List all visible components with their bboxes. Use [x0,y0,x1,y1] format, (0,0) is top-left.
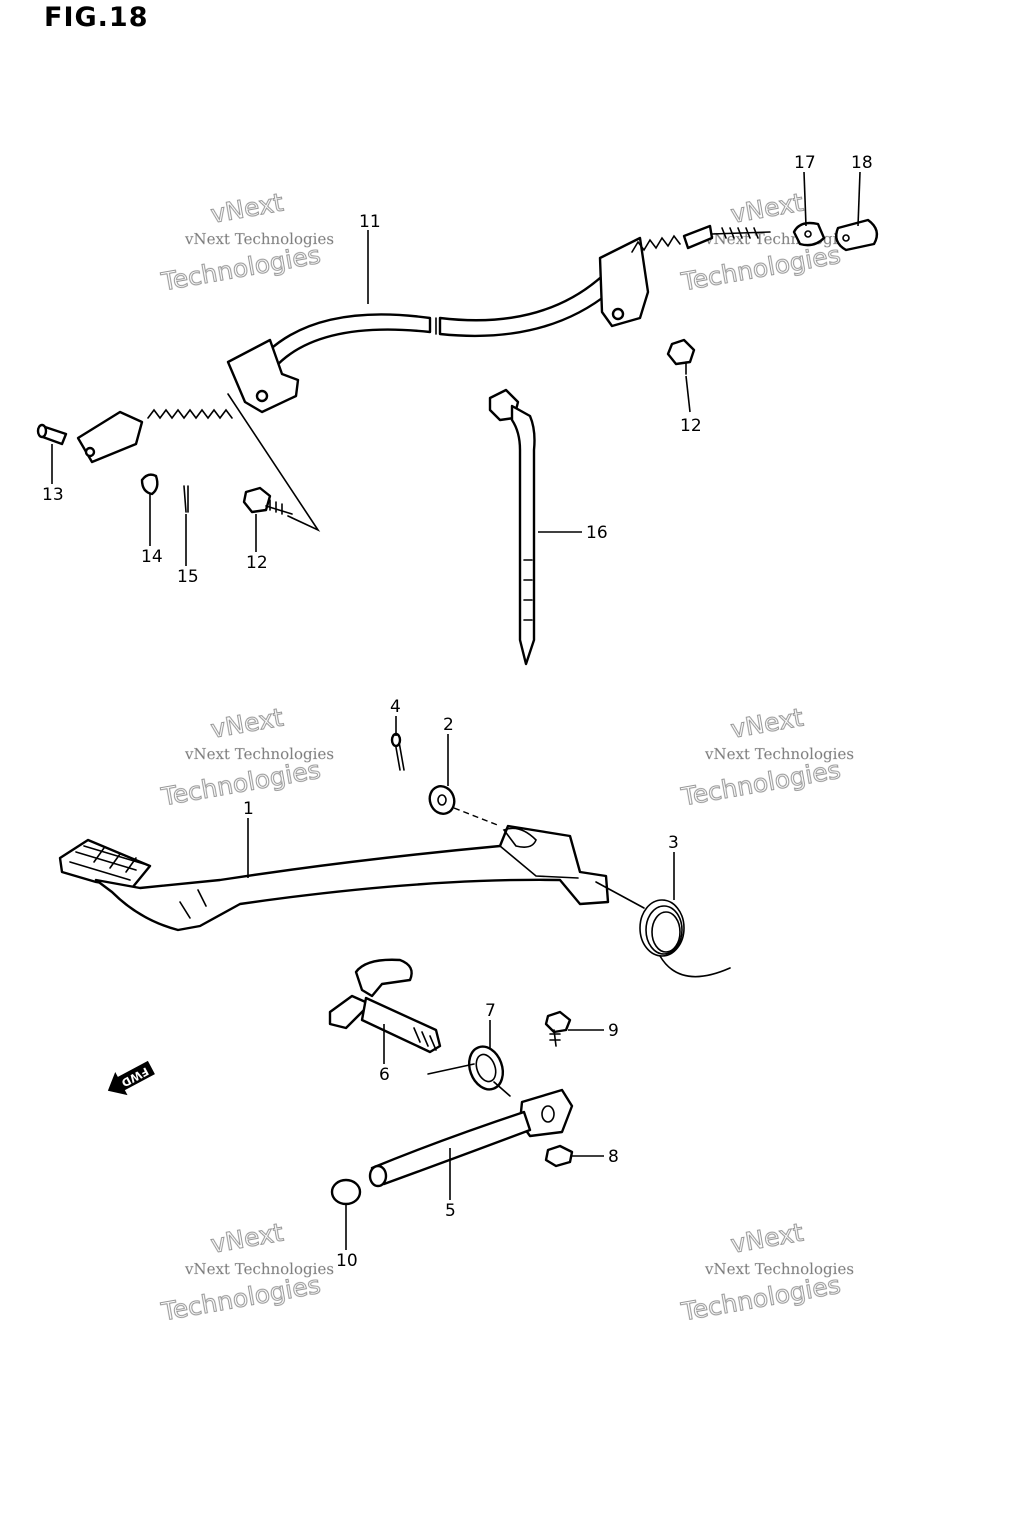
assembly-line-12 [227,393,321,532]
callout-7: 7 [485,1001,496,1021]
leader-lines [51,171,861,1250]
callout-3: 3 [668,833,679,853]
assembly-line-2 [453,807,501,827]
callout-11: 11 [359,212,381,232]
callout-numbers: 11 17 18 12 13 14 15 12 16 4 2 1 3 7 9 6… [42,153,873,1271]
forward-direction-arrow: FWD [107,1060,155,1096]
callout-6: 6 [379,1065,390,1085]
part-joint-17 [835,218,879,252]
callout-2: 2 [443,715,454,735]
watermark-text: vNext Technologies [704,745,854,763]
part-cotter-4 [390,732,405,771]
part-brake-pedal-1 [58,824,610,932]
watermark-large: Technologies [678,240,842,297]
watermark-large: Technologies [678,755,842,812]
watermark-small: vNext [208,1218,285,1259]
part-bolt-12-top [666,338,696,375]
part-return-spring-3 [595,881,731,978]
callout-14: 14 [141,547,163,567]
watermark-text: vNext Technologies [184,1260,334,1278]
callout-8: 8 [608,1147,619,1167]
watermark-text: vNext Technologies [184,230,334,248]
callout-17: 18 [851,153,873,173]
part-brake-arm-5 [368,1088,574,1188]
callout-13: 13 [42,485,64,505]
part-bolt-12-bottom [242,486,293,515]
part-spring-7 [427,1045,511,1097]
watermark-text: vNext Technologies [184,745,334,763]
watermark-large: Technologies [158,240,322,297]
watermark-large: Technologies [158,1270,322,1327]
part-washer-16 [792,221,826,247]
callout-18: 16 [586,523,608,543]
callout-5: 5 [445,1201,456,1221]
part-pin-13 [36,423,68,446]
part-brake-cable [76,224,771,464]
callout-9: 9 [608,1021,619,1041]
watermark-small: vNext [728,703,805,744]
part-bolt-9 [544,1010,572,1047]
callout-15: 15 [177,567,199,587]
part-cotter-15 [183,485,189,513]
watermark-small: vNext [208,703,285,744]
callout-16: 17 [794,153,816,173]
callout-12-top: 12 [680,416,702,436]
callout-12-bottom: 12 [246,553,268,573]
watermark-small: vNext [728,1218,805,1259]
part-cap-10 [330,1178,362,1206]
watermark-text: vNext Technologies [704,1260,854,1278]
watermark-small: vNext [208,188,285,229]
watermark-small: vNext [728,188,805,229]
callout-4: 4 [390,697,401,717]
watermark-large: Technologies [158,755,322,812]
part-nut-8 [544,1144,574,1168]
watermark-large: Technologies [678,1270,842,1327]
part-pivot-shaft-6 [328,958,442,1054]
part-cable-tie-18 [488,388,536,666]
part-washer-2 [428,785,456,815]
figure-title: FIG.18 [44,2,149,33]
callout-10: 10 [336,1251,358,1271]
callout-1: 1 [243,799,254,819]
part-washer-14 [140,473,159,496]
